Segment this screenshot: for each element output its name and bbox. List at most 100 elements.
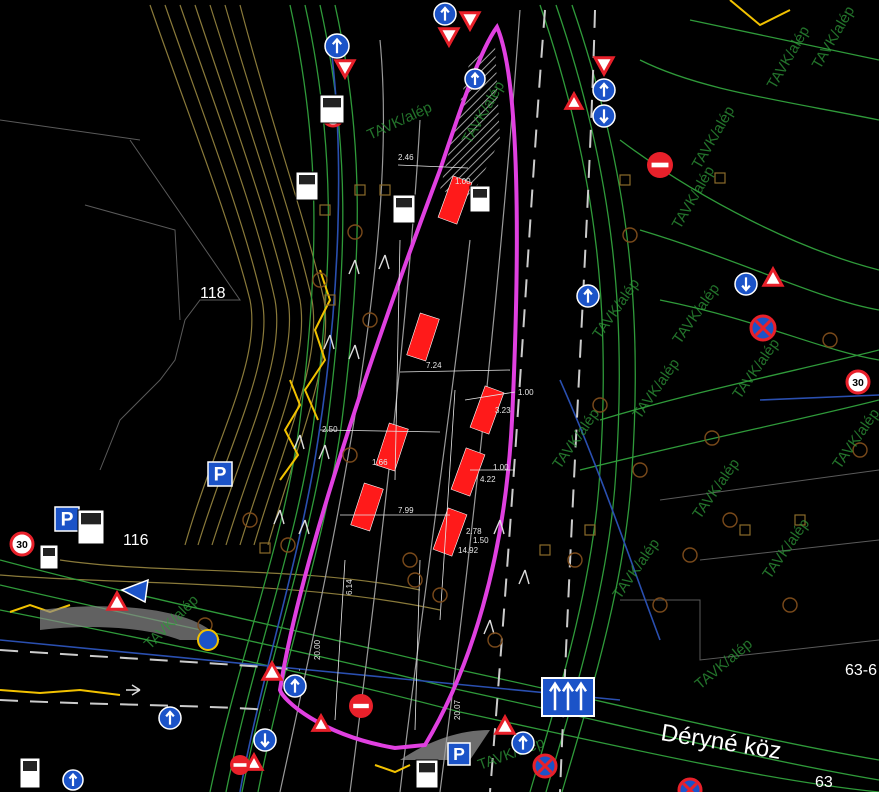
utility-box-9 bbox=[584, 524, 596, 536]
dimension-label-7: 1.66 bbox=[372, 458, 388, 467]
utility-marker-4 bbox=[342, 447, 358, 463]
give-way-sign-23 bbox=[243, 751, 265, 771]
info-panel-sign-36 bbox=[77, 509, 105, 545]
info-panel-sign-43 bbox=[19, 757, 41, 789]
dimension-label-15: 20.07 bbox=[453, 699, 462, 720]
svg-text:P: P bbox=[61, 510, 74, 531]
mandatory-direction-sign-5 bbox=[576, 284, 600, 308]
parking-bay-3 bbox=[375, 422, 409, 472]
svg-text:P: P bbox=[214, 465, 227, 486]
give-way-sign-16 bbox=[592, 56, 616, 78]
no-stopping-sign-26 bbox=[677, 777, 703, 792]
utility-marker-21 bbox=[822, 332, 838, 348]
mandatory-direction-sign-1 bbox=[324, 33, 350, 59]
utility-marker-7 bbox=[402, 552, 418, 568]
parking-sign-35: P bbox=[207, 461, 233, 487]
parking-bay-4 bbox=[350, 482, 384, 532]
utility-marker-14 bbox=[782, 597, 798, 613]
utility-tag-15: TAVK/alép bbox=[829, 406, 879, 473]
dimension-label-14: 6.14 bbox=[345, 579, 354, 595]
give-way-sign-19 bbox=[105, 589, 129, 611]
utility-box-6 bbox=[619, 174, 631, 186]
dimension-label-5: 3.23 bbox=[495, 406, 511, 415]
roundabout-sign bbox=[197, 629, 219, 651]
mandatory-direction-sign-8 bbox=[283, 674, 307, 698]
utility-box-8 bbox=[539, 544, 551, 556]
mandatory-direction-sign-6 bbox=[734, 272, 758, 296]
utility-box-10 bbox=[794, 514, 806, 526]
give-way-sign-14 bbox=[437, 27, 461, 49]
dimension-label-11: 2.78 bbox=[466, 527, 482, 536]
utility-marker-16 bbox=[487, 632, 503, 648]
utility-marker-13 bbox=[682, 547, 698, 563]
dimension-label-13: 14.92 bbox=[458, 546, 479, 555]
lane-arrows bbox=[126, 254, 530, 696]
building-outlines bbox=[0, 119, 879, 661]
utility-lines-blue bbox=[0, 39, 879, 792]
svg-text:30: 30 bbox=[16, 540, 28, 551]
dimension-label-10: 7.99 bbox=[398, 506, 414, 515]
give-way-sign-18 bbox=[260, 659, 284, 681]
no-stopping-sign-25 bbox=[532, 753, 558, 779]
utility-box-5 bbox=[319, 204, 331, 216]
no-stopping-sign-24 bbox=[749, 314, 777, 342]
parking-bay-6 bbox=[450, 447, 486, 497]
utility-box-3 bbox=[324, 294, 336, 306]
dimension-label-16: 20.00 bbox=[313, 639, 322, 660]
dimension-label-3: 7.24 bbox=[426, 361, 442, 370]
utility-tag-6: TAVK/alép bbox=[809, 3, 858, 72]
no-entry-sign-27 bbox=[647, 152, 673, 178]
street-name-label: Déryné köz bbox=[659, 719, 783, 765]
mandatory-direction-sign-3 bbox=[592, 78, 616, 102]
give-way-sign-13 bbox=[458, 11, 482, 33]
mandatory-direction-sign-7 bbox=[464, 68, 486, 90]
parcel-label-63-6: 63-6 bbox=[845, 662, 877, 679]
utility-tag-8: TAVK/alép bbox=[669, 281, 723, 348]
utility-marker-15 bbox=[652, 597, 668, 613]
speed-limit-sign-31: 30 bbox=[845, 369, 871, 395]
utility-marker-6 bbox=[280, 537, 296, 553]
info-panel-sign-40 bbox=[469, 185, 491, 213]
parcel-label-63: 63 bbox=[815, 774, 833, 791]
mandatory-direction-sign-2 bbox=[433, 2, 457, 26]
info-panel-sign-41 bbox=[319, 94, 345, 124]
utility-tag-11: TAVK/alép bbox=[729, 336, 783, 403]
utility-marker-22 bbox=[852, 442, 868, 458]
mandatory-direction-sign-9 bbox=[158, 706, 182, 730]
utility-tag-14: TAVK/alép bbox=[759, 516, 813, 583]
utility-marker-17 bbox=[312, 272, 328, 288]
parking-bay-1 bbox=[437, 175, 473, 225]
utility-marker-9 bbox=[567, 552, 583, 568]
parking-bay-7 bbox=[432, 507, 468, 557]
give-way-sign-20 bbox=[563, 90, 585, 110]
mandatory-direction-sign-10 bbox=[253, 728, 277, 752]
utility-tag-10: TAVK/alép bbox=[629, 356, 683, 423]
hatched-island-tip bbox=[440, 45, 500, 200]
utility-marker-5 bbox=[242, 512, 258, 528]
dimension-label-1: 2.46 bbox=[398, 153, 414, 162]
give-way-sign-15 bbox=[333, 59, 357, 81]
dimension-label-8: 1.00 bbox=[493, 463, 509, 472]
utility-marker-2 bbox=[622, 227, 638, 243]
parking-sign-34: P bbox=[447, 742, 471, 766]
give-way-sign-21 bbox=[310, 712, 332, 732]
svg-text:P: P bbox=[453, 744, 465, 764]
utility-lines-olive bbox=[0, 4, 441, 611]
parcel-label-116: 116 bbox=[123, 532, 149, 549]
traffic-signs: 303030PPP bbox=[9, 2, 871, 792]
utility-tag-5: TAVK/alép bbox=[764, 23, 813, 92]
mandatory-direction-sign-11 bbox=[511, 731, 535, 755]
dimension-label-6: 2.50 bbox=[322, 425, 338, 434]
utility-marker-8 bbox=[407, 572, 423, 588]
give-way-sign-17 bbox=[761, 265, 785, 287]
parking-bay-2 bbox=[406, 312, 440, 362]
dimension-lines bbox=[319, 164, 516, 731]
dimension-label-12: 1.50 bbox=[473, 536, 489, 545]
dimension-label-2: 1.00 bbox=[455, 177, 471, 186]
utility-marker-11 bbox=[632, 462, 648, 478]
utility-marker-20 bbox=[432, 587, 448, 603]
utility-box-2 bbox=[379, 184, 391, 196]
utility-tag-13: TAVK/alép bbox=[609, 536, 663, 603]
